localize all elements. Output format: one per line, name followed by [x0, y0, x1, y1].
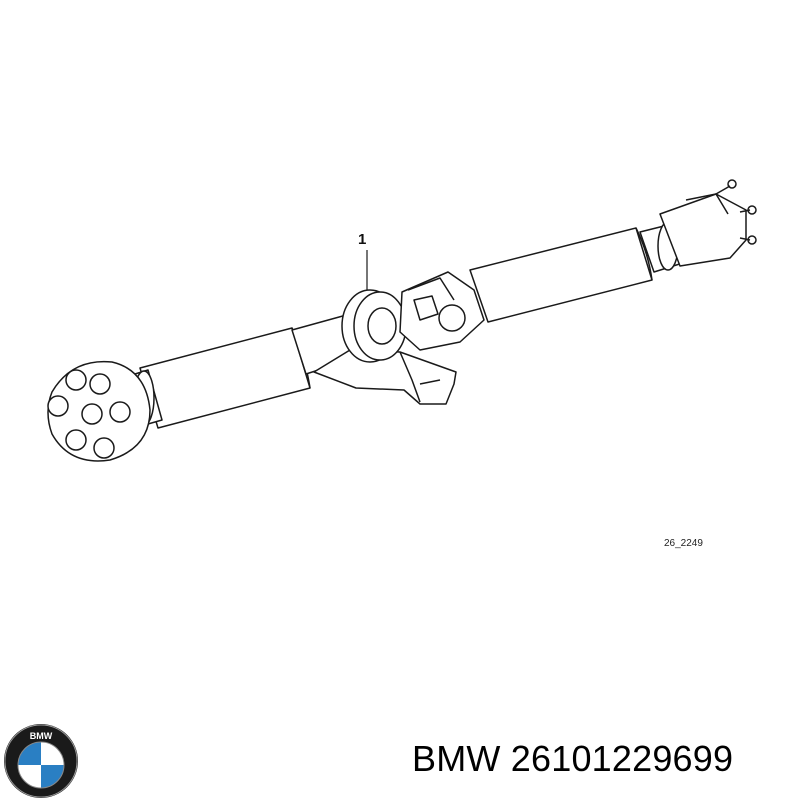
- front-tube: [469, 227, 653, 323]
- universal-joint: [399, 271, 485, 351]
- figure-code: 26_2249: [664, 538, 703, 549]
- center-bearing: [341, 289, 407, 363]
- bmw-roundel-logo: BMW: [2, 722, 80, 800]
- front-cv-joint: [659, 179, 757, 267]
- flex-disc: [47, 360, 151, 462]
- rear-tube: [139, 327, 311, 429]
- product-title: BMW 26101229699: [412, 738, 734, 779]
- svg-text:BMW: BMW: [30, 731, 53, 741]
- part-callout-number: 1: [358, 231, 367, 248]
